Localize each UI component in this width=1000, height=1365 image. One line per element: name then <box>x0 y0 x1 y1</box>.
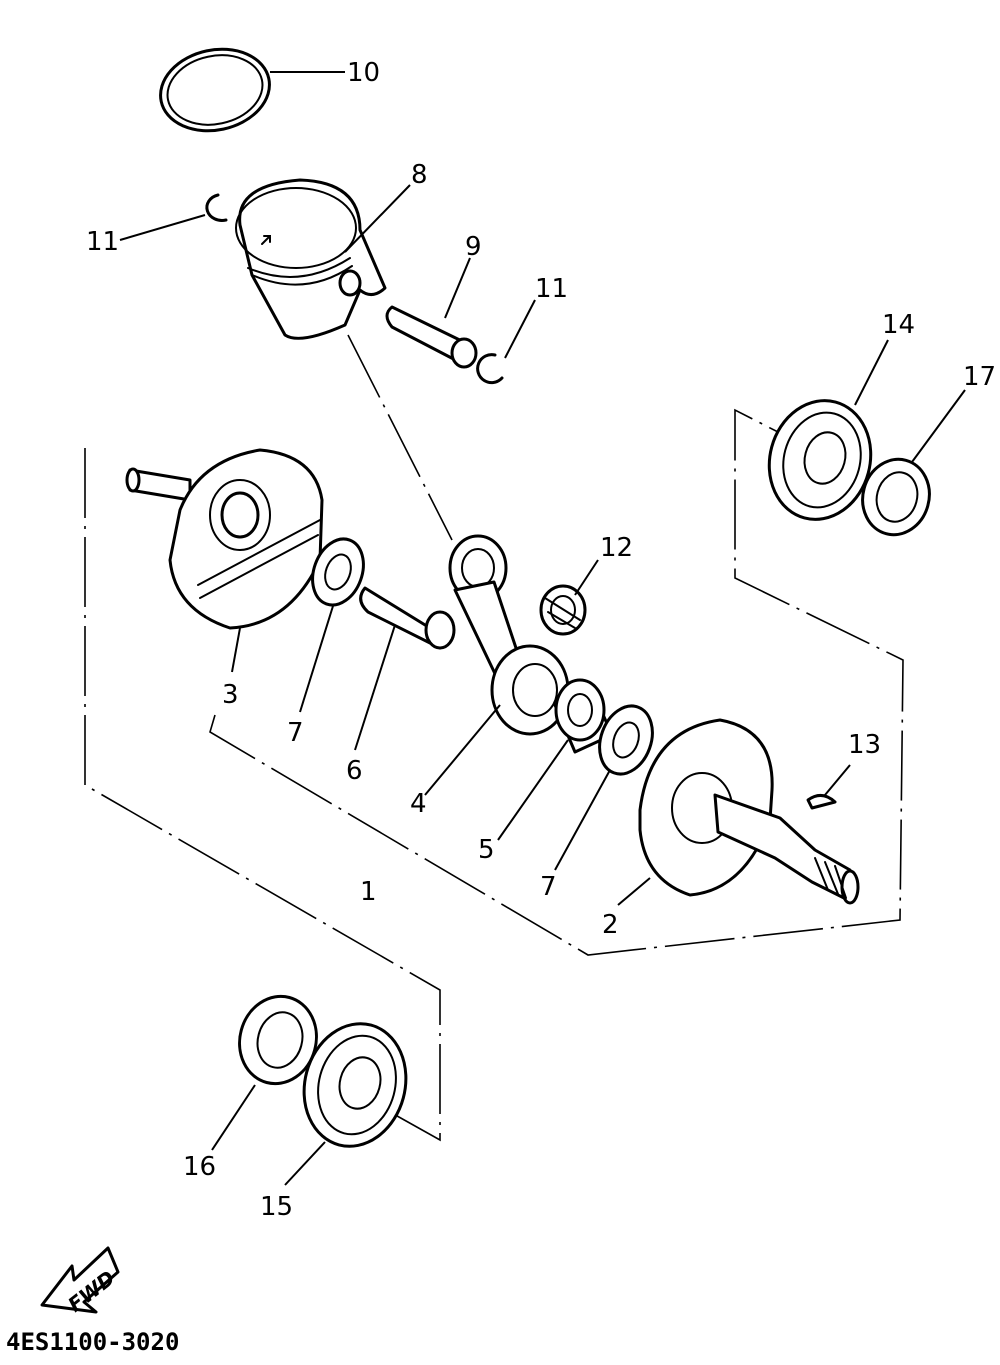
bearing-left <box>284 1022 408 1186</box>
bearing-right <box>767 339 889 521</box>
callout-12: 12 <box>600 533 633 563</box>
piston-ring <box>159 47 345 133</box>
callout-15: 15 <box>260 1192 293 1222</box>
callout-17: 17 <box>963 362 996 392</box>
forward-direction-arrow: FWD <box>40 1246 120 1317</box>
bracket-crankshaft-assembly <box>209 408 904 956</box>
assembly-brackets <box>84 334 904 1142</box>
bracket-left-crank-bearing <box>84 448 441 1142</box>
crank-web-left <box>125 448 324 673</box>
oil-seal-right <box>861 389 966 537</box>
callout-10: 10 <box>347 58 380 88</box>
oil-seal-left <box>211 994 318 1151</box>
needle-bearing-small-end <box>539 559 599 636</box>
callout-7-right: 7 <box>540 872 557 902</box>
piston-pin <box>385 257 478 369</box>
connecting-rod <box>424 534 570 796</box>
crank-pin <box>354 586 456 751</box>
callout-2: 2 <box>602 910 619 940</box>
thrust-washer-right <box>554 704 654 871</box>
callout-16: 16 <box>183 1152 216 1182</box>
circlip-left <box>119 193 228 241</box>
callout-8: 8 <box>411 160 428 190</box>
crank-web-right <box>617 718 860 906</box>
callout-labels: 10 11 8 9 11 14 17 12 3 7 6 4 13 5 1 7 2… <box>86 58 996 1222</box>
callout-13: 13 <box>848 730 881 760</box>
callout-7-left: 7 <box>287 718 304 748</box>
callout-9: 9 <box>465 232 482 262</box>
callout-4: 4 <box>410 789 427 819</box>
needle-bearing-big-end <box>497 678 614 841</box>
drawing-code: 4ES1100-3020 <box>6 1328 179 1356</box>
callout-14: 14 <box>882 310 915 340</box>
callout-11-left: 11 <box>86 227 119 257</box>
woodruff-key <box>806 764 851 810</box>
piston <box>235 178 411 340</box>
callout-3: 3 <box>222 680 239 710</box>
thrust-washer-left <box>299 537 365 713</box>
bracket-connector-rod-piston <box>347 334 453 541</box>
callout-1: 1 <box>360 877 377 907</box>
callout-6: 6 <box>346 756 363 786</box>
callout-5: 5 <box>478 835 495 865</box>
circlip-right <box>476 299 536 385</box>
callout-11-right: 11 <box>535 274 568 304</box>
